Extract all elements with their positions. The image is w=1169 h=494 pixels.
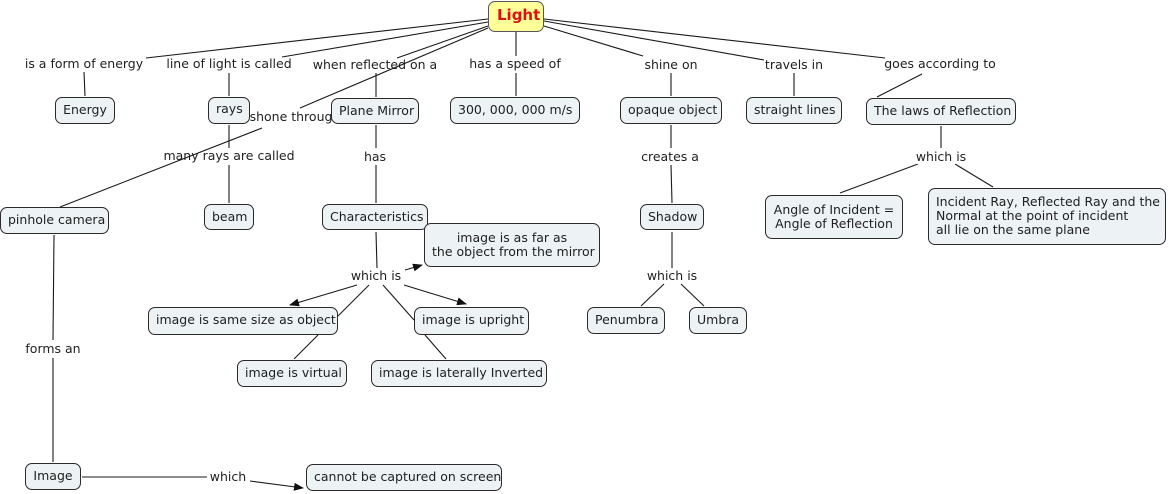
- connector: [249, 480, 304, 491]
- connector: [403, 284, 467, 306]
- node-label: pinhole camera: [8, 212, 106, 227]
- connector: [293, 334, 319, 360]
- connector: [543, 18, 886, 59]
- link-label-creates-a: creates a: [640, 149, 700, 164]
- connector: [670, 164, 673, 204]
- connector: [83, 71, 86, 97]
- link-label-shone-through: shone throug: [248, 109, 334, 124]
- node-label: 300, 000, 000 m/s: [458, 102, 573, 117]
- concept-node-same-plane-law[interactable]: Incident Ray, Reflected Ray and the Norm…: [928, 188, 1166, 245]
- link-label-speed-of: has a speed of: [469, 56, 561, 71]
- concept-node-image-as-far[interactable]: image is as far as the object from the m…: [424, 223, 600, 267]
- connector: [954, 163, 994, 188]
- connector: [52, 234, 55, 341]
- concept-node-energy[interactable]: Energy: [55, 97, 115, 124]
- concept-node-laterally-inverted[interactable]: image is laterally Inverted: [371, 360, 547, 387]
- connector: [281, 21, 489, 58]
- connector: [680, 283, 705, 307]
- link-label-has: has: [362, 149, 388, 164]
- node-label: Plane Mirror: [339, 103, 415, 118]
- node-label: image is laterally Inverted: [379, 365, 544, 380]
- connector: [382, 284, 415, 321]
- link-label-reflected-on: when reflected on a: [312, 57, 438, 72]
- node-label-line: Angle of Incident =: [773, 202, 895, 217]
- link-label-goes-according-to: goes according to: [884, 56, 996, 71]
- link-label-form-of-energy: is a form of energy: [24, 56, 144, 71]
- node-label-line: Incident Ray, Reflected Ray and the: [936, 194, 1160, 209]
- concept-node-laws-of-reflection[interactable]: The laws of Reflection: [866, 98, 1016, 125]
- connector: [299, 27, 489, 109]
- concept-node-virtual[interactable]: image is virtual: [237, 360, 347, 387]
- connector: [424, 334, 447, 360]
- connector: [59, 127, 263, 208]
- node-label: Light: [497, 6, 541, 24]
- concept-node-umbra[interactable]: Umbra: [689, 307, 747, 334]
- node-label: The laws of Reflection: [874, 103, 1012, 118]
- node-label: Characteristics: [330, 209, 424, 224]
- connector: [543, 20, 765, 61]
- node-label-line: Angle of Reflection: [775, 216, 893, 231]
- connector: [396, 25, 489, 59]
- concept-node-image[interactable]: Image: [25, 463, 81, 490]
- node-label-line: image is as far as: [456, 230, 568, 245]
- node-label: Image: [33, 468, 73, 483]
- concept-node-characteristics[interactable]: Characteristics: [322, 204, 428, 230]
- concept-node-straight-lines[interactable]: straight lines: [746, 97, 842, 124]
- link-label-which: which: [208, 469, 248, 484]
- node-label: Shadow: [648, 209, 698, 224]
- link-label-shine-on: shine on: [644, 57, 698, 72]
- link-label-travels-in: travels in: [764, 57, 824, 72]
- connector: [543, 25, 644, 57]
- node-label: Umbra: [697, 312, 740, 327]
- link-label-many-rays: many rays are called: [163, 148, 295, 163]
- concept-node-plane-mirror[interactable]: Plane Mirror: [331, 98, 419, 124]
- node-label: cannot be captured on screen: [314, 469, 502, 484]
- link-label-forms-an: forms an: [24, 341, 82, 356]
- node-label-line: the object from the mirror: [432, 244, 595, 259]
- connector: [640, 283, 665, 307]
- node-label: image is same size as object: [156, 312, 336, 327]
- node-label: straight lines: [754, 102, 836, 117]
- concept-node-not-captured[interactable]: cannot be captured on screen: [306, 464, 502, 491]
- link-label-which-is-shadow: which is: [645, 268, 699, 283]
- link-label-line-of-light: line of light is called: [166, 56, 292, 71]
- concept-node-speed[interactable]: 300, 000, 000 m/s: [450, 97, 580, 124]
- concept-node-opaque-object[interactable]: opaque object: [620, 97, 722, 124]
- connector: [839, 163, 919, 194]
- connector: [145, 18, 489, 59]
- connector: [876, 73, 923, 98]
- connector: [289, 284, 358, 307]
- concept-node-upright[interactable]: image is upright: [414, 307, 529, 335]
- node-label-line: Normal at the point of incident: [936, 208, 1129, 223]
- node-label: image is virtual: [245, 365, 342, 380]
- link-label-which-is-laws: which is: [914, 149, 968, 164]
- concept-node-shadow[interactable]: Shadow: [640, 204, 704, 230]
- node-label-line: all lie on the same plane: [936, 222, 1090, 237]
- node-label: opaque object: [628, 102, 718, 117]
- concept-node-penumbra[interactable]: Penumbra: [587, 307, 665, 334]
- concept-node-same-size[interactable]: image is same size as object: [148, 307, 338, 335]
- concept-node-rays[interactable]: rays: [208, 97, 250, 124]
- connector: [375, 231, 378, 269]
- concept-node-angle-equality[interactable]: Angle of Incident = Angle of Reflection: [765, 195, 903, 239]
- node-label: beam: [212, 209, 248, 224]
- node-label: Energy: [63, 102, 107, 117]
- node-label: Penumbra: [595, 312, 659, 327]
- link-label-which-is-characteristics: which is: [349, 268, 403, 283]
- concept-node-pinhole-camera[interactable]: pinhole camera: [0, 207, 109, 234]
- concept-node-beam[interactable]: beam: [204, 204, 254, 230]
- node-label: image is upright: [422, 312, 525, 327]
- node-label: rays: [216, 101, 243, 116]
- connector: [337, 284, 370, 317]
- connector: [404, 263, 423, 272]
- concept-node-light[interactable]: Light: [488, 1, 544, 32]
